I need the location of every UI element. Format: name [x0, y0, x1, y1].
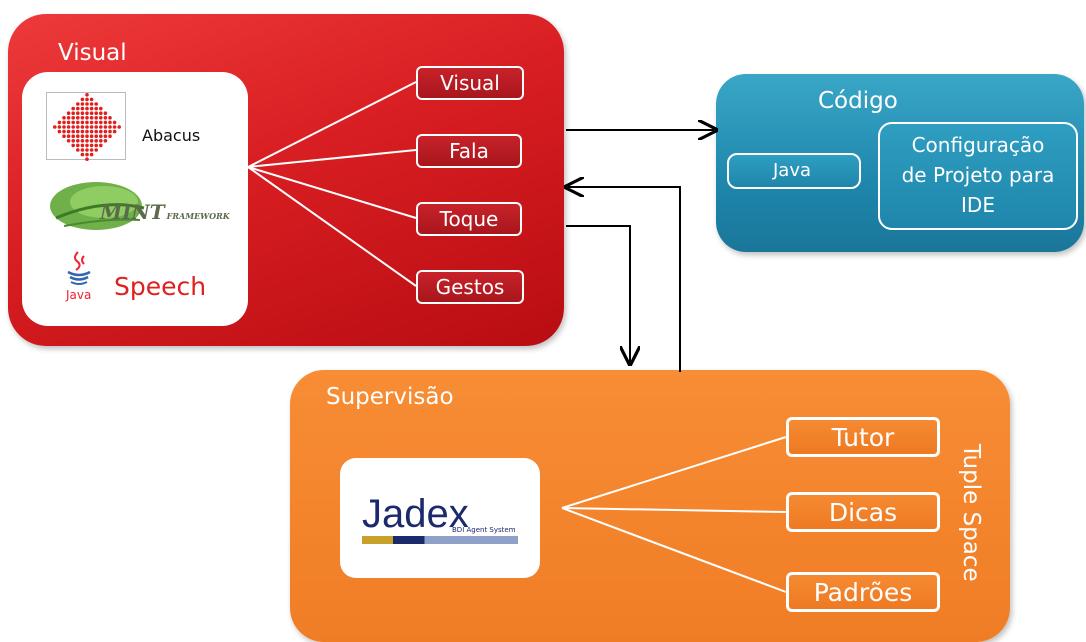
supervisao-dicas: Dicas: [786, 492, 940, 532]
abacus-logo: [46, 92, 126, 161]
jadex-subtitle: BDI Agent System: [452, 526, 516, 534]
config-line-2: de Projeto para: [901, 163, 1055, 187]
codigo-panel-title: Código: [818, 88, 898, 114]
mint-framework-logo: [44, 178, 234, 238]
visual-panel-title: Visual: [58, 40, 127, 66]
supervisao-panel-title: Supervisão: [326, 384, 454, 410]
speech-label: Speech: [114, 272, 207, 301]
codigo-config-box: Configuração de Projeto para IDE: [878, 122, 1078, 230]
supervisao-padroes: Padrões: [786, 572, 940, 612]
jadex-logo-text: Jadex: [362, 492, 469, 536]
java-logo: [62, 250, 96, 302]
supervisao-tutor: Tutor: [786, 417, 940, 457]
jadex-logo-bar: [362, 536, 518, 544]
tuple-space-label: Tuple Space: [958, 444, 984, 582]
mint-text: MINT: [100, 200, 165, 224]
modality-gestos: Gestos: [416, 270, 524, 304]
mint-leaf-icon: [50, 182, 145, 230]
config-line-1: Configuração: [911, 133, 1045, 157]
modality-toque: Toque: [416, 202, 522, 236]
visual-fan-lines: [247, 81, 417, 287]
mint-framework-text: FRAMEWORK: [166, 211, 230, 221]
config-line-3: IDE: [961, 193, 995, 217]
java-cup-icon: [67, 251, 91, 285]
modality-visual: Visual: [416, 66, 524, 100]
arrow-supervisao-to-visual: [568, 187, 681, 372]
codigo-java-box: Java: [727, 153, 861, 189]
jadex-logo-card: [340, 458, 540, 578]
abacus-dots-icon: [53, 93, 121, 161]
java-logo-label: Java: [66, 288, 92, 302]
modality-fala: Fala: [416, 134, 522, 168]
abacus-label: Abacus: [142, 126, 201, 145]
arrow-visual-to-supervisao: [566, 225, 630, 362]
supervisao-fan-lines: [561, 436, 787, 593]
